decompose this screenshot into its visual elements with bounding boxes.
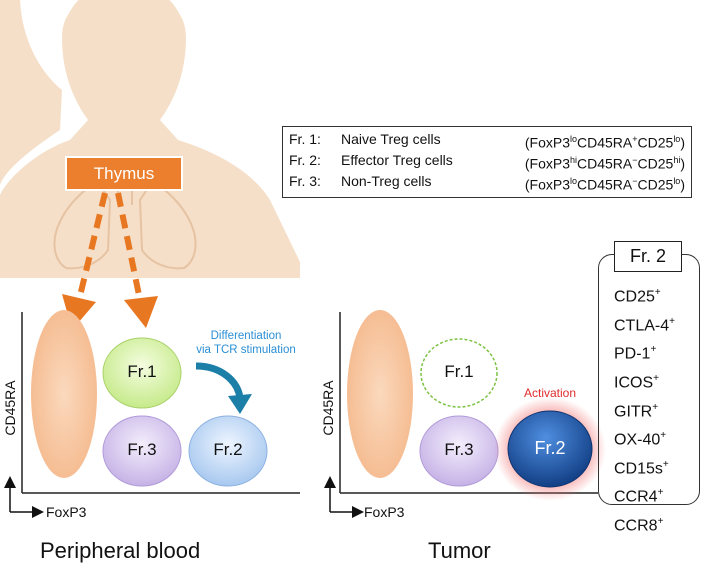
- human-silhouette: [0, 0, 300, 278]
- peripheral-fr2-cell: [188, 415, 268, 487]
- fr2-marker-item: OX-40+: [614, 430, 667, 449]
- differentiation-line1: Differentiation: [210, 330, 282, 342]
- peripheral-y-axis-label: CD45RA: [2, 380, 18, 436]
- tumor-caption: Tumor: [428, 538, 491, 563]
- differentiation-label: Differentiation via TCR stimulation: [176, 329, 316, 357]
- fr2-marker-title: Fr. 2: [614, 241, 682, 272]
- fr2-marker-item: CCR8+: [614, 516, 664, 535]
- peripheral-axes: [4, 312, 300, 518]
- peripheral-fr1-label: Fr.1: [127, 362, 157, 381]
- legend-name: Non-Treg cells: [341, 173, 432, 189]
- fr2-marker-item: CCR4+: [614, 487, 664, 506]
- legend-phenotype: (FoxP3hiCD45RA−CD25hi): [524, 155, 685, 172]
- legend-fraction: Fr. 2:: [289, 152, 321, 168]
- differentiation-arrow: [195, 362, 252, 414]
- thymus-label: Thymus: [93, 164, 155, 183]
- legend-name: Effector Treg cells: [341, 152, 453, 168]
- tumor-fr1-cell: [420, 338, 498, 408]
- peripheral-fr2-label: Fr.2: [213, 440, 243, 459]
- legend-phenotype: (FoxP3loCD45RA+CD25lo): [524, 134, 685, 151]
- tumor-fr3-label: Fr.3: [444, 440, 474, 459]
- legend-row: Fr. 3: Non-Treg cells (FoxP3loCD45RA−CD2…: [289, 171, 685, 193]
- peripheral-fr3-cell: [102, 415, 182, 487]
- fr2-marker-list: CD25+ CTLA-4+ PD-1+ ICOS+ GITR+ OX-40+ CD15s+ C…: [614, 281, 675, 539]
- tumor-fr1-label: Fr.1: [444, 362, 474, 381]
- tumor-fr2-label: Fr.2: [534, 438, 566, 458]
- tumor-fr2-cell: [507, 410, 593, 488]
- fr2-marker-item: ICOS+: [614, 372, 659, 392]
- tumor-cd45ra-blob: [347, 310, 413, 478]
- activation-label: Activation: [523, 386, 577, 400]
- peripheral-cd45ra-blob: [31, 310, 97, 478]
- legend-fraction: Fr. 1:: [289, 131, 321, 147]
- differentiation-line2: via TCR stimulation: [196, 344, 296, 356]
- fraction-legend: Fr. 1: Naive Treg cells (FoxP3loCD45RA+C…: [282, 126, 692, 198]
- legend-name: Naive Treg cells: [341, 131, 441, 147]
- fr2-marker-item: CTLA-4+: [614, 315, 675, 334]
- legend-phenotype: (FoxP3loCD45RA−CD25lo): [524, 176, 685, 193]
- fr2-marker-item: CD25+: [614, 287, 661, 306]
- peripheral-x-axis-label: FoxP3: [46, 504, 87, 520]
- tumor-y-axis-label: CD45RA: [320, 380, 336, 436]
- fr2-marker-item: PD-1+: [614, 344, 657, 363]
- legend-fraction: Fr. 3:: [289, 173, 321, 189]
- thymus-box: [65, 156, 183, 191]
- tumor-x-axis-label: FoxP3: [364, 504, 405, 520]
- peripheral-fr3-label: Fr.3: [127, 440, 157, 459]
- fr2-marker-item: GITR+: [614, 401, 659, 420]
- legend-row: Fr. 2: Effector Treg cells (FoxP3hiCD45R…: [289, 150, 685, 172]
- fr2-marker-item: CD15s+: [614, 458, 669, 478]
- peripheral-caption: Peripheral blood: [40, 538, 201, 563]
- legend-row: Fr. 1: Naive Treg cells (FoxP3loCD45RA+C…: [289, 129, 685, 151]
- peripheral-fr1-cell: [102, 337, 182, 409]
